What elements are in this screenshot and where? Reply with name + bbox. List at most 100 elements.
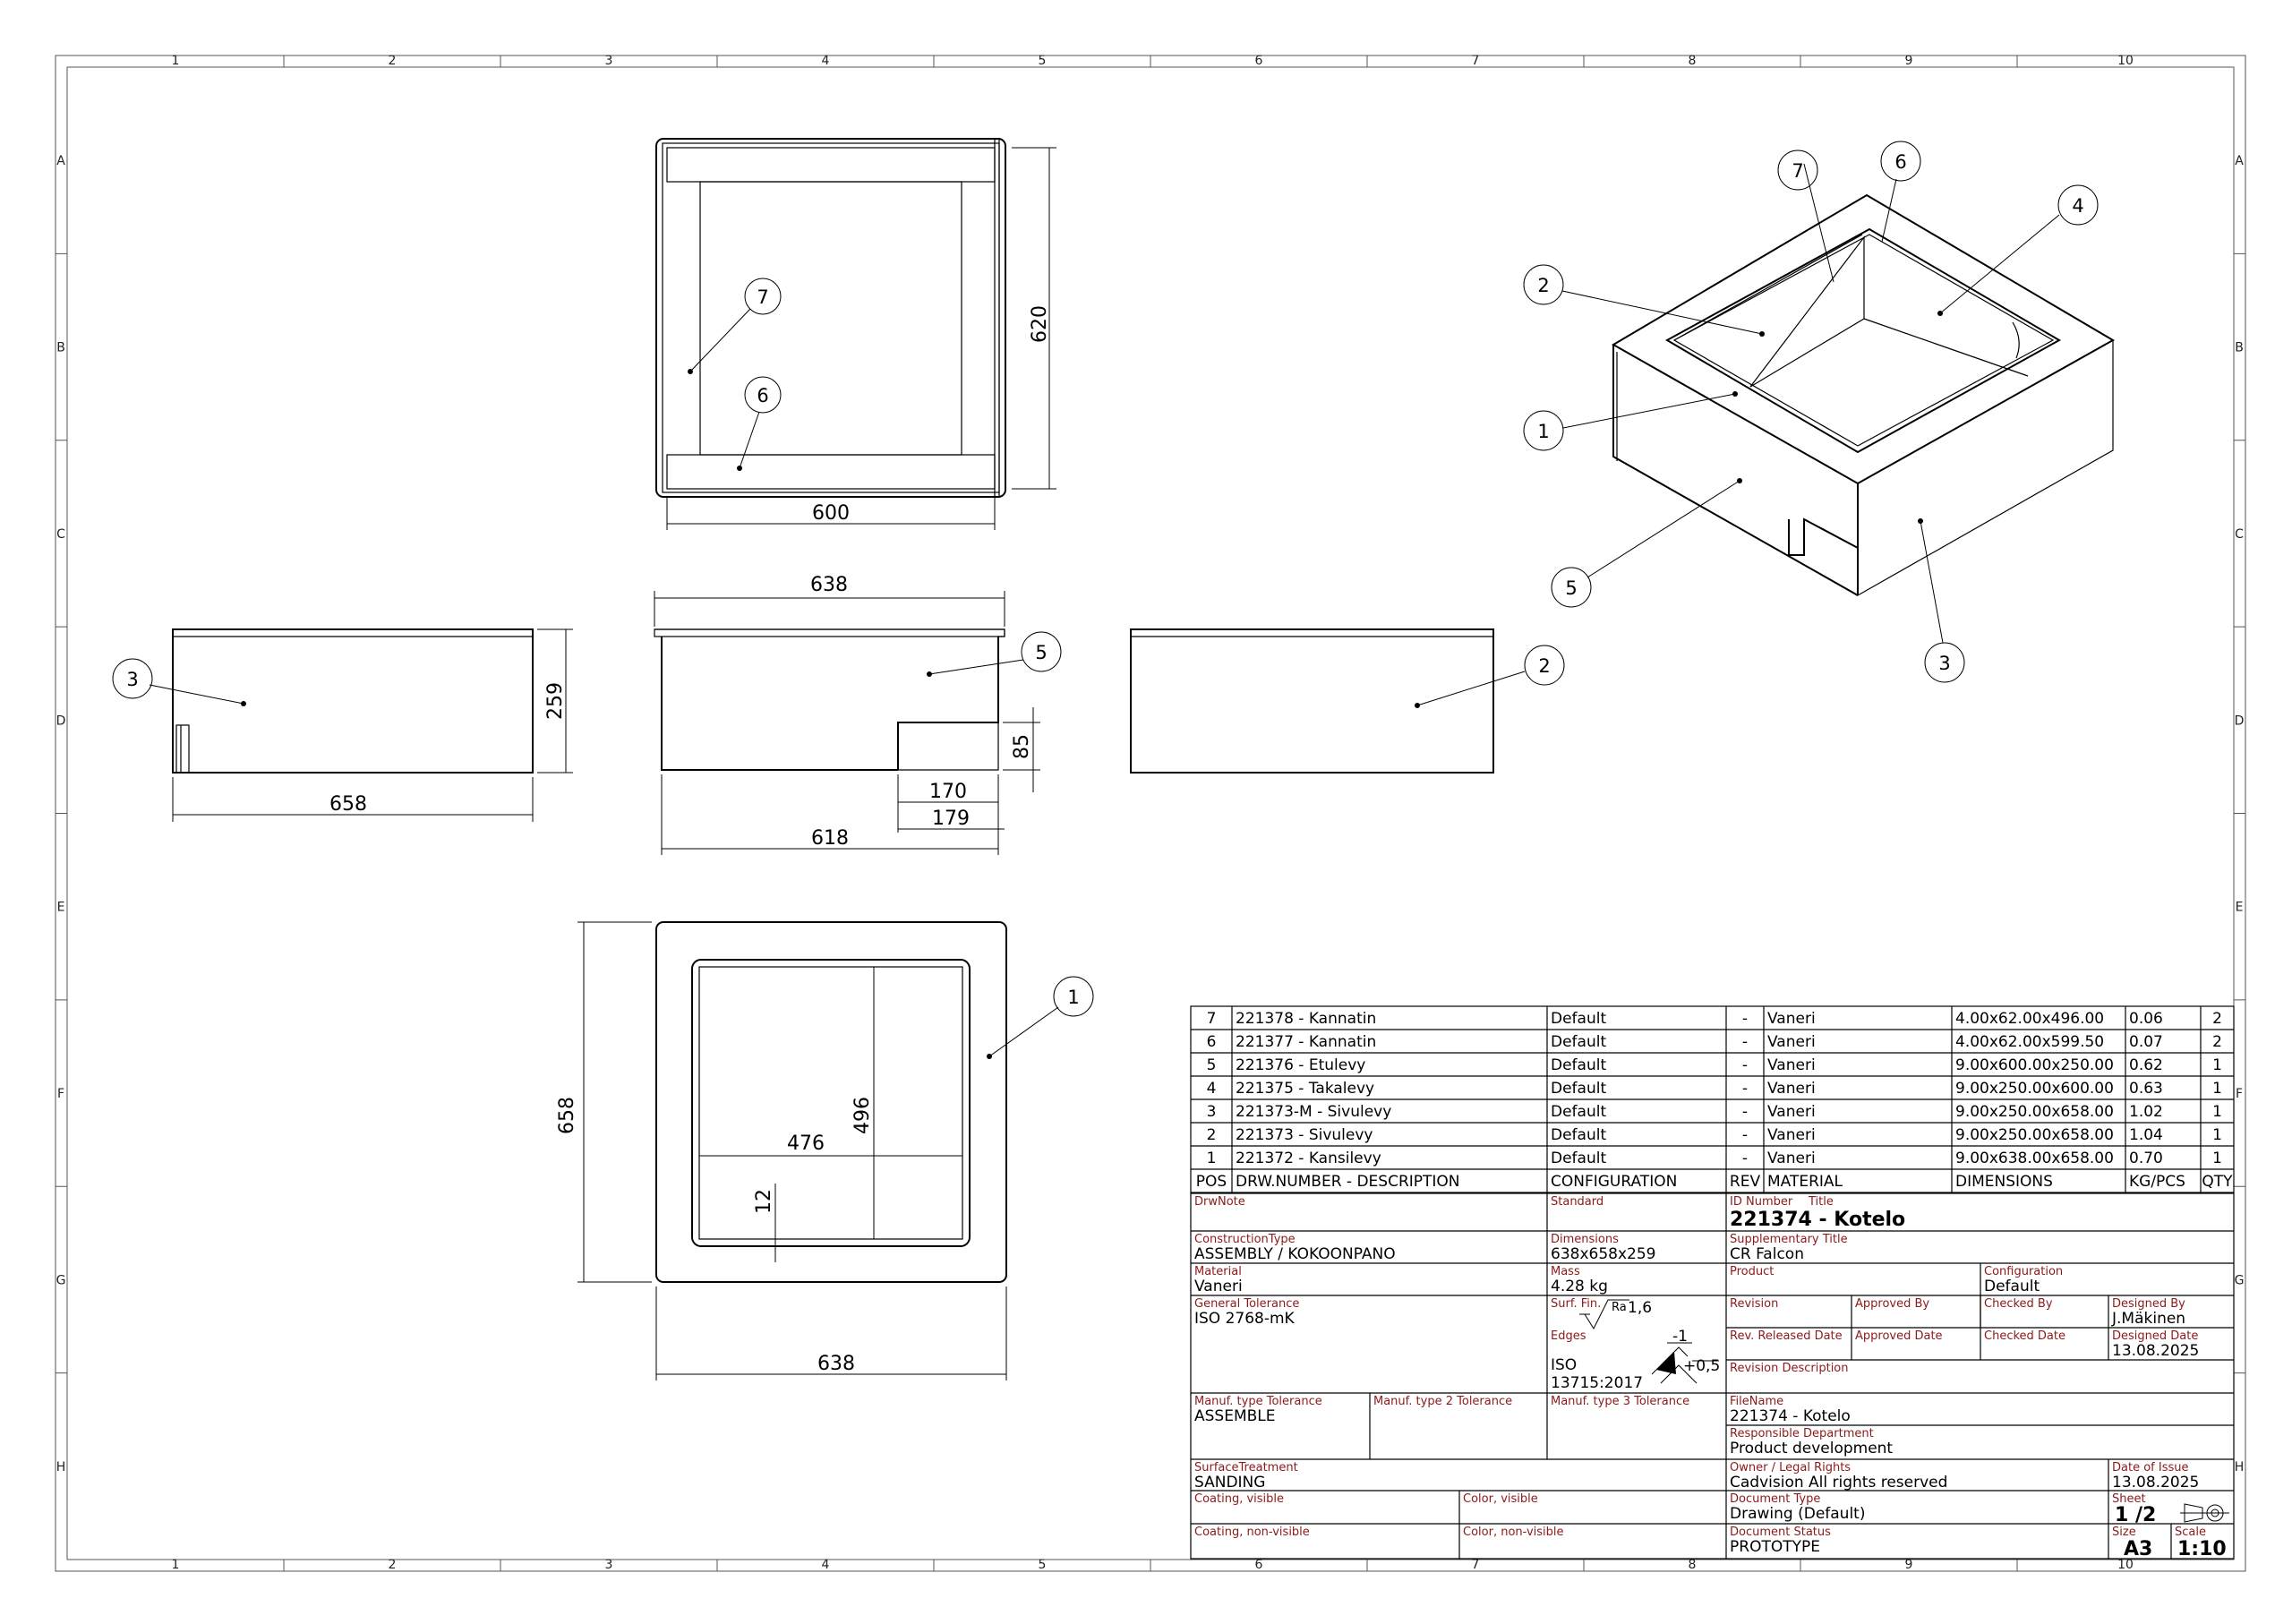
zone-col-label: 8 [1689,1558,1697,1572]
bom-cell-material: Vaneri [1767,1150,1816,1167]
bom-cell-qty: 2 [2212,1033,2222,1051]
bom-cell-desc: 221378 - Kannatin [1236,1010,1376,1028]
bom-cell-config: Default [1551,1103,1606,1121]
edges-standard: 13715:2017 [1551,1374,1643,1392]
balloon-iso-5 [1551,567,1592,608]
supp-title-label: Supplementary Title [1730,1233,1848,1246]
general-tolerance-label: General Tolerance [1194,1297,1299,1311]
bom-cell-config: Default [1551,1126,1606,1144]
document-status-value: PROTOTYPE [1730,1538,1820,1556]
bom-header-pos: POS [1196,1173,1227,1191]
bom-header-dims: DIMENSIONS [1955,1173,2053,1191]
bom-cell-pos: 7 [1207,1010,1217,1028]
zone-col-label: 7 [1472,1558,1480,1572]
dimensions-label: Dimensions [1551,1233,1619,1246]
coating-visible-label: Coating, visible [1194,1492,1284,1506]
document-status-label: Document Status [1730,1526,1831,1539]
balloon-iso-1-label: 1 [1537,421,1549,442]
bom-header-qty: QTY [2202,1173,2233,1191]
sheet-frame [55,55,2246,1572]
surface-finish-label: Surf. Fin. [1551,1297,1601,1311]
zone-row-label: A [2235,154,2244,168]
bom-cell-config: Default [1551,1150,1606,1167]
revision-label: Revision [1730,1297,1778,1311]
balloon-side-3-label: 3 [126,669,138,690]
checked-date-label: Checked Date [1984,1329,2065,1343]
title-block: DrwNote Standard ID Number Title 221374 … [1190,1192,2235,1560]
constructiontype-label: ConstructionType [1194,1233,1296,1246]
zone-col-label: 9 [1905,54,1913,68]
supp-title-value: CR Falcon [1730,1245,1804,1263]
zone-col-label: 1 [172,54,180,68]
zone-row-label: G [2235,1273,2245,1287]
bom-cell-material: Vaneri [1767,1126,1816,1144]
bom-cell-qty: 1 [2212,1056,2222,1074]
balloon-iso-2-label: 2 [1537,275,1549,296]
dim-12: 12 [753,1189,775,1214]
zone-col-label: 10 [2117,54,2134,68]
bom-header-config: CONFIGURATION [1551,1173,1677,1191]
mass-label: Mass [1551,1265,1580,1278]
bom-cell-dims: 9.00x250.00x658.00 [1955,1103,2114,1121]
surface-treatment-value: SANDING [1194,1474,1265,1492]
edges-minus: -1 [1672,1328,1688,1346]
bom-cell-pos: 1 [1207,1150,1217,1167]
zone-col-label: 5 [1039,1558,1047,1572]
bom-cell-rev: - [1742,1080,1748,1098]
top-view: 620 600 7 6 [655,138,1056,530]
balloon-iso-7-label: 7 [1792,160,1803,182]
bom-header-kg: KG/PCS [2129,1173,2185,1191]
bom-cell-dims: 4.00x62.00x496.00 [1955,1010,2104,1028]
bom-cell-rev: - [1742,1056,1748,1074]
edges-label: Edges [1551,1329,1586,1343]
dimensions-value: 638x658x259 [1551,1245,1655,1263]
id-number-label: ID Number [1730,1195,1793,1209]
zone-col-label: 1 [172,1558,180,1572]
manuf-tolerance-2-label: Manuf. type 2 Tolerance [1373,1395,1512,1408]
surface-finish-ra: Ra [1612,1301,1627,1314]
surface-treatment-label: SurfaceTreatment [1194,1461,1298,1474]
standard-label: Standard [1551,1195,1604,1209]
side-view: 259 658 3 [112,628,573,822]
document-type-label: Document Type [1730,1492,1820,1506]
zone-row-label: B [2235,341,2244,355]
balloon-plan-1-label: 1 [1067,987,1079,1008]
zone-col-label: 9 [1905,1558,1913,1572]
scale-label: Scale [2175,1526,2206,1539]
front-view: 638 85 170 179 618 5 [654,574,1062,855]
dim-85: 85 [1011,734,1033,759]
size-label: Size [2112,1526,2136,1539]
balloon-iso-2 [1523,264,1564,305]
bom-cell-config: Default [1551,1010,1606,1028]
edge-symbol [1651,1342,1719,1384]
responsible-dept-value: Product development [1730,1440,1893,1457]
balloon-iso-6-label: 6 [1894,151,1906,173]
designed-date-value: 13.08.2025 [2112,1342,2199,1360]
bom-cell-qty: 2 [2212,1010,2222,1028]
dim-618: 618 [811,827,849,850]
bom-cell-kg: 1.04 [2129,1126,2163,1144]
zone-col-label: 5 [1039,54,1047,68]
bom-cell-desc: 221373 - Sivulevy [1236,1126,1373,1144]
sheet-label: Sheet [2112,1492,2146,1506]
manuf-tolerance-3-label: Manuf. type 3 Tolerance [1551,1395,1689,1408]
dim-170: 170 [929,781,967,803]
bom-cell-desc: 221377 - Kannatin [1236,1033,1376,1051]
balloon-iso-3 [1924,642,1965,683]
balloon-iso-1 [1523,410,1564,451]
approved-date-label: Approved Date [1855,1329,1943,1343]
zone-row-label: B [56,341,65,355]
zone-col-label: 4 [822,1558,830,1572]
bom-cell-dims: 9.00x250.00x658.00 [1955,1126,2114,1144]
bom-cell-qty: 1 [2212,1126,2222,1144]
bom-cell-pos: 5 [1207,1056,1217,1074]
bom-cell-desc: 221372 - Kansilevy [1236,1150,1381,1167]
bom-cell-rev: - [1742,1033,1748,1051]
document-type-value: Drawing (Default) [1730,1505,1865,1523]
bom-cell-material: Vaneri [1767,1010,1816,1028]
bom-cell-rev: - [1742,1150,1748,1167]
zone-row-label: F [2236,1087,2243,1101]
owner-label: Owner / Legal Rights [1730,1461,1851,1474]
